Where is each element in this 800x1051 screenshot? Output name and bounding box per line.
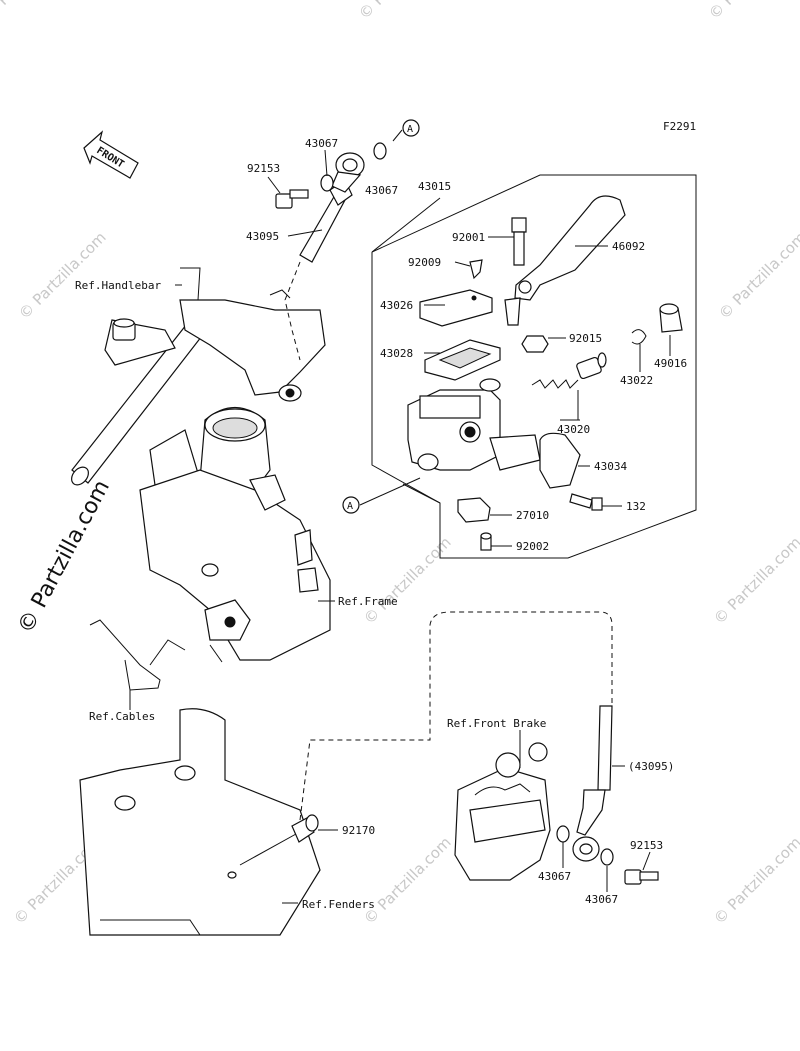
ref-a-marker-top: A <box>402 119 420 137</box>
watermark: © Partzilla.com <box>355 0 450 23</box>
part-label-43067: 43067 <box>365 184 398 197</box>
assembly-outline <box>371 174 697 559</box>
part-label-27010: 27010 <box>516 509 549 522</box>
ref-handlebar-label: Ref.Handlebar <box>75 279 161 292</box>
part-label-92015: 92015 <box>569 332 602 345</box>
part-label-92002: 92002 <box>516 540 549 553</box>
ref-a-marker-bottom: A <box>342 496 360 514</box>
front-brake-caliper <box>454 742 551 881</box>
part-label-43020: 43020 <box>557 423 590 436</box>
part-label-43015: 43015 <box>418 180 451 193</box>
banjo-bolt-top <box>275 189 309 209</box>
part-label-92170: 92170 <box>342 824 375 837</box>
part-label-46092: 46092 <box>612 240 645 253</box>
part-label-43067: 43067 <box>585 893 618 906</box>
part-label-92153: 92153 <box>630 839 663 852</box>
svg-text:A: A <box>347 501 353 512</box>
figure-code: F2291 <box>663 120 696 133</box>
watermark: © Partzilla.com <box>715 228 800 323</box>
reference-labels: Ref.Handlebar Ref.Frame Ref.Cables Ref.F… <box>75 279 546 911</box>
part-label-92001: 92001 <box>452 231 485 244</box>
leader-lines <box>129 129 671 904</box>
part-label-43026: 43026 <box>380 299 413 312</box>
part-labels: 43067 43067 92153 43015 43095 92001 4609… <box>246 137 687 906</box>
part-label-43095: 43095 <box>246 230 279 243</box>
ref-fenders-label: Ref.Fenders <box>302 898 375 911</box>
part-label-43028: 43028 <box>380 347 413 360</box>
ref-frame-label: Ref.Frame <box>338 595 398 608</box>
part-label-43067: 43067 <box>305 137 338 150</box>
watermark: © Partzilla.com <box>710 533 800 628</box>
part-label-92153: 92153 <box>247 162 280 175</box>
part-label-43067: 43067 <box>538 870 571 883</box>
front-direction-arrow: FRONT <box>83 130 139 179</box>
part-label-43095-ref: (43095) <box>628 760 674 773</box>
washer-icon <box>556 825 570 843</box>
ref-front-brake-label: Ref.Front Brake <box>447 717 546 730</box>
part-label-43022: 43022 <box>620 374 653 387</box>
master-cylinder <box>407 195 683 551</box>
watermark: © Partzilla.com <box>0 0 75 23</box>
washer-icon <box>600 848 614 866</box>
watermark-large: © Partzilla.com <box>13 476 115 638</box>
part-label-132: 132 <box>626 500 646 513</box>
part-label-43034: 43034 <box>594 460 627 473</box>
washer-icon <box>373 142 387 160</box>
watermark: © Partzilla.com <box>360 833 455 928</box>
watermark: © Partzilla.com <box>710 833 800 928</box>
ref-cables-label: Ref.Cables <box>89 710 155 723</box>
svg-text:A: A <box>407 124 413 135</box>
washer-icon <box>320 174 334 192</box>
brake-hose-bottom <box>291 611 659 885</box>
watermark: © Partzilla.com <box>705 0 800 23</box>
brake-hose-top <box>284 152 365 361</box>
part-label-49016: 49016 <box>654 357 687 370</box>
watermark: © Partzilla.com <box>15 228 110 323</box>
part-label-92009: 92009 <box>408 256 441 269</box>
handlebar-frame <box>71 267 331 936</box>
